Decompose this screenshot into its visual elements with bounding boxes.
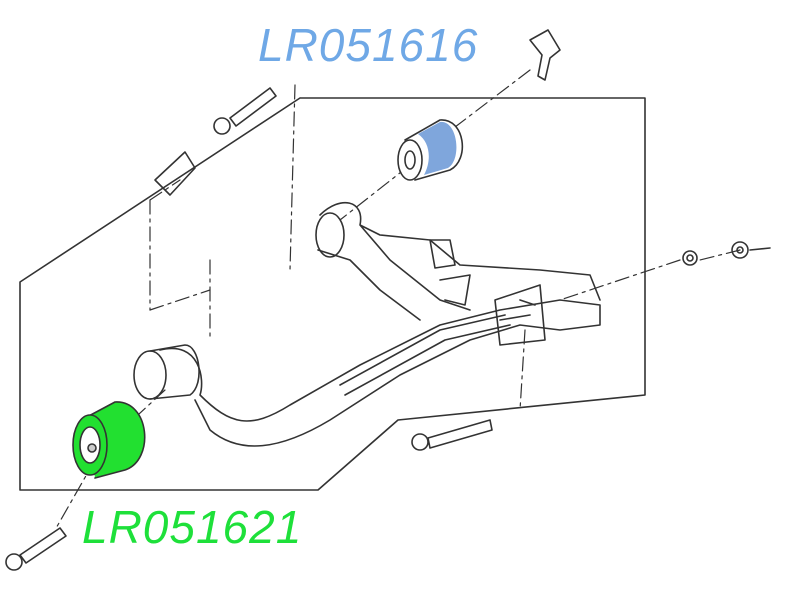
assembly-frame <box>19 97 646 491</box>
lower-bushing-part-number: LR051621 <box>82 501 303 553</box>
lower-bushing <box>72 401 146 479</box>
upper-bushing-part-number: LR051616 <box>258 19 479 71</box>
arm-upper-branch <box>317 201 601 321</box>
rear-boss <box>133 350 167 400</box>
upper-bushing <box>397 119 464 181</box>
centerlines <box>54 69 741 531</box>
front-boss <box>315 212 345 258</box>
retaining-clip-left <box>154 151 196 196</box>
nut <box>731 241 771 259</box>
bolt-bottom-left <box>5 527 67 571</box>
mount-bracket <box>494 284 546 346</box>
lower-control-arm <box>159 299 601 447</box>
bolt-top <box>213 87 277 135</box>
washer <box>682 250 698 266</box>
retaining-clip-top <box>529 29 561 81</box>
bolt-bottom-right <box>411 419 493 451</box>
